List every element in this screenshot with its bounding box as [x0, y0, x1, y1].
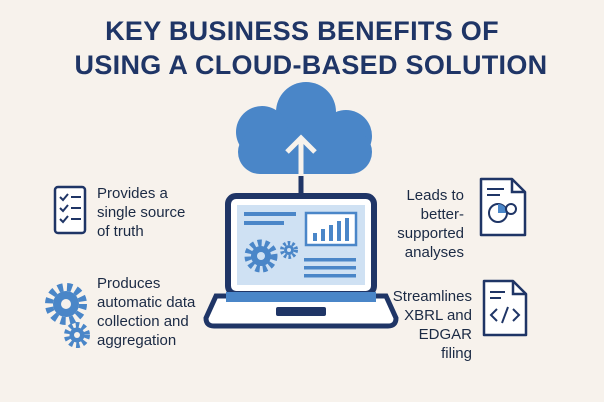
code-document-icon	[482, 279, 528, 337]
title-line-2: USING A CLOUD-BASED SOLUTION	[74, 50, 548, 80]
screen-bar-chart-icon	[304, 211, 358, 247]
benefit-line: better-	[420, 206, 464, 223]
benefit-line: supported	[397, 225, 464, 242]
benefit-line: Streamlines	[392, 288, 472, 305]
page-title: KEY BUSINESS BENEFITS OF USING A CLOUD-B…	[0, 14, 604, 82]
benefit-line: Provides a	[97, 185, 168, 202]
benefit-line: analyses	[404, 244, 464, 261]
benefit-line: collection and	[97, 313, 189, 330]
benefit-line: aggregation	[97, 332, 177, 349]
checklist-icon	[53, 185, 87, 235]
benefit-line: Leads to	[406, 187, 464, 204]
screen-gears-icon	[244, 239, 298, 273]
benefit-line: Produces	[97, 275, 161, 292]
benefit-line: single source	[97, 204, 186, 221]
benefit-single-source: Provides a single source of truth	[97, 184, 217, 241]
benefit-line: EDGAR	[418, 326, 472, 343]
benefit-line: of truth	[97, 223, 144, 240]
title-line-1: KEY BUSINESS BENEFITS OF	[105, 16, 499, 46]
benefit-xbrl-edgar: Streamlines XBRL and EDGAR filing	[380, 287, 472, 363]
benefit-automatic-data: Produces automatic data collection and a…	[97, 274, 227, 350]
screen-text-lines	[244, 212, 356, 278]
benefit-line: automatic data	[97, 294, 196, 311]
benefit-line: XBRL and	[404, 307, 472, 324]
benefit-better-analyses: Leads to better- supported analyses	[376, 186, 464, 262]
benefit-line: filing	[441, 345, 472, 362]
gears-icon	[45, 283, 90, 348]
cloud-icon	[236, 82, 372, 174]
chart-document-icon	[479, 177, 527, 237]
laptop-icon	[203, 193, 399, 329]
